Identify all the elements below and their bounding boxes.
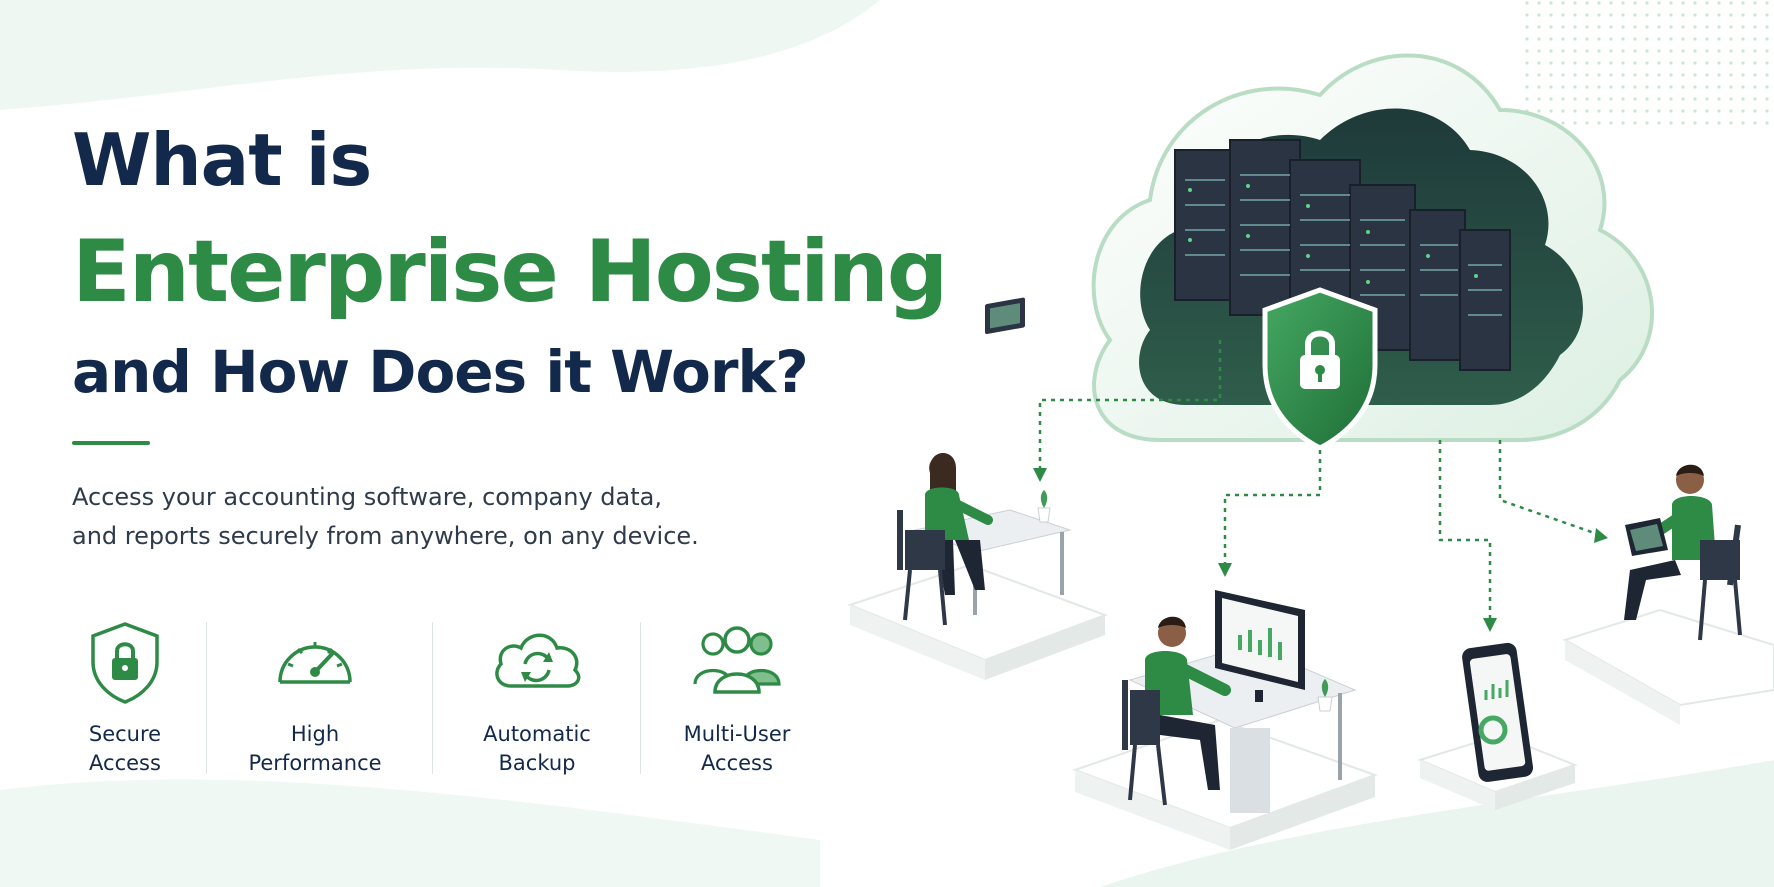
person-man-desktop [1122,590,1357,813]
feature-secure-access: Secure Access [40,620,210,780]
shield-lock-icon [91,622,159,704]
feature-high-performance: High Performance [230,620,400,780]
feature-label: Automatic Backup [483,722,591,775]
platforms [847,563,1774,850]
feature-multi-user-access: Multi-User Access [652,620,822,780]
feature-divider [432,622,433,774]
users-group-icon [693,626,781,694]
title-line-1: What is [72,118,372,202]
feature-label: High Performance [248,722,382,775]
title-line-2: Enterprise Hosting [72,222,948,322]
shield-lock-icon [1262,287,1378,451]
smartphone [1462,642,1534,782]
arrowheads [1033,468,1608,632]
feature-divider [206,622,207,774]
feature-divider [640,622,641,774]
description-line-2: and reports securely from anywhere, on a… [72,522,699,550]
title-underline [72,441,150,445]
description-line-1: Access your accounting software, company… [72,483,662,511]
feature-automatic-backup: Automatic Backup [452,620,622,780]
speedometer-icon [278,642,352,684]
feature-label: Secure Access [88,722,162,775]
person-man-laptop [1624,464,1742,641]
feature-label: Multi-User Access [683,722,791,775]
connection-lines [1038,340,1601,620]
cloud-sync-icon [495,633,581,688]
person-woman-laptop [897,297,1072,626]
title-line-3: and How Does it Work? [72,338,809,406]
